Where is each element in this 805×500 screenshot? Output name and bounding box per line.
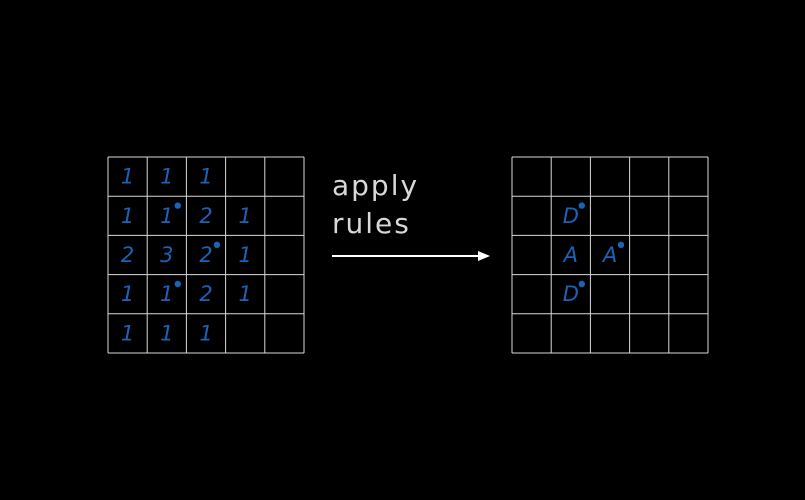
left-cell-value: 1: [239, 282, 252, 306]
label-line-apply: apply: [332, 169, 419, 202]
left-cell-value: 2: [121, 243, 134, 267]
left-cell-value: 1: [239, 204, 252, 228]
left-cell-value: 1: [239, 243, 252, 267]
left-cell-value: 2: [199, 282, 212, 306]
right-cell-value: A: [601, 243, 617, 267]
left-cell-value: 1: [121, 204, 134, 228]
left-grid: 1 1 1 1 1 2 1 2 3 2 1 1 1 2 1 1 1 1: [107, 156, 305, 354]
left-cell-marker-dot: [213, 241, 221, 249]
left-cell-value: 3: [160, 243, 173, 267]
left-cell-value: 1: [121, 282, 134, 306]
left-cell-value: 1: [121, 165, 134, 189]
left-cell-value: 1: [160, 282, 173, 306]
left-cell-value: 2: [199, 243, 212, 267]
label-line-rules: rules: [332, 207, 411, 240]
apply-rules-label: apply rules: [332, 169, 419, 240]
right-cell-value: A: [562, 243, 578, 267]
left-cell-value: 1: [160, 321, 173, 345]
right-cell-marker-dot: [578, 202, 585, 209]
left-cell-value: 1: [199, 321, 212, 345]
right-cell-value: D: [563, 282, 579, 306]
left-cell-value: 1: [199, 165, 212, 189]
right-cell-value: D: [563, 204, 579, 228]
left-cell-value: 2: [199, 204, 212, 228]
left-cell-value: 1: [160, 165, 173, 189]
right-cell-marker-dot: [617, 241, 625, 249]
left-cell-value: 1: [121, 321, 134, 345]
left-cell-marker-dot: [174, 202, 181, 209]
left-cell-marker-dot: [174, 280, 181, 288]
left-cell-value: 1: [160, 204, 173, 228]
right-cell-marker-dot: [578, 280, 585, 288]
